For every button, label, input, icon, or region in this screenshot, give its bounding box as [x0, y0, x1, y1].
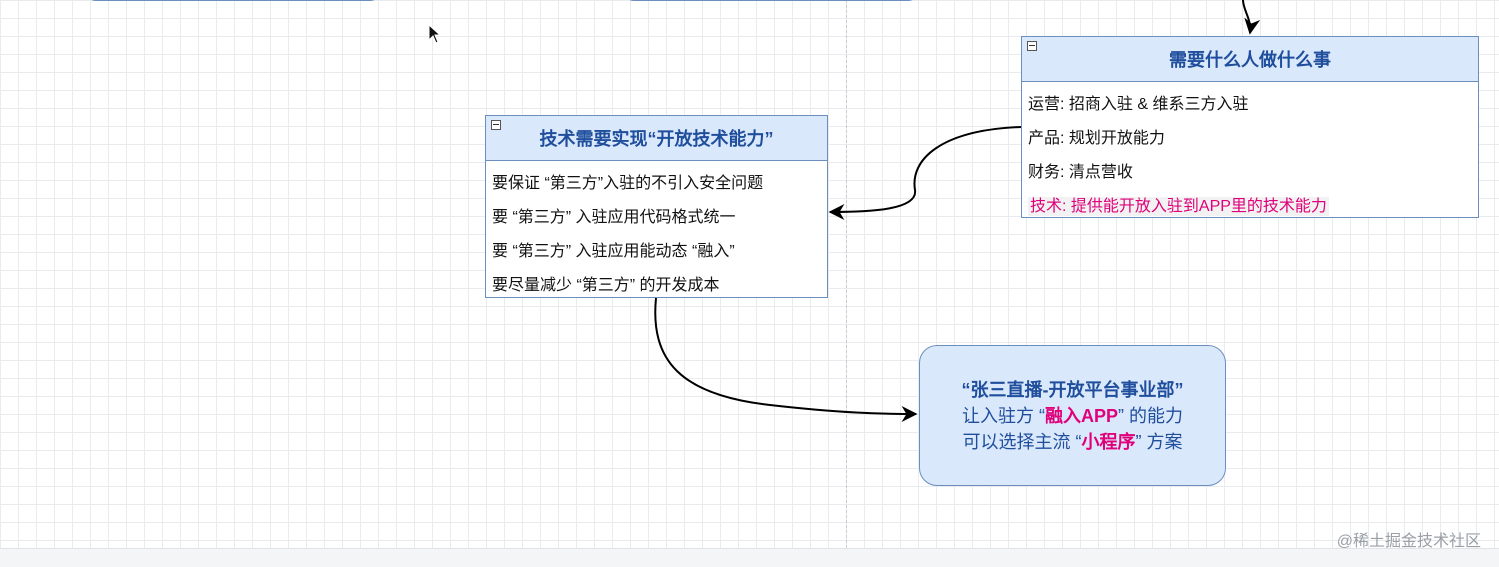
- collapse-icon[interactable]: [491, 120, 501, 130]
- tech-requirements-body: 要保证 “第三方”入驻的不引入安全问题 要 “第三方” 入驻应用代码格式统一 要…: [486, 161, 827, 303]
- roles-row-operations[interactable]: 运营: 招商入驻 & 维系三方入驻: [1028, 96, 1249, 113]
- note-line-1: “张三直播-开放平台事业部”: [961, 379, 1184, 400]
- note-line-2: 让入驻方 “融入APP” 的能力: [961, 405, 1183, 426]
- collapse-icon[interactable]: [1027, 41, 1037, 51]
- roles-row-tech[interactable]: 技术: 提供能开放入驻到APP里的技术能力: [1022, 190, 1478, 224]
- highlighted-text: 技术: 提供能开放入驻到APP里的技术能力: [1028, 197, 1329, 216]
- requirement-row-security[interactable]: 要保证 “第三方”入驻的不引入安全问题: [492, 175, 764, 192]
- roles-box-header[interactable]: 需要什么人做什么事: [1022, 37, 1478, 82]
- requirement-row-cost[interactable]: 要尽量减少 “第三方” 的开发成本: [492, 277, 720, 294]
- roles-box[interactable]: 需要什么人做什么事 运营: 招商入驻 & 维系三方入驻 产品: 规划开放能力 财…: [1021, 36, 1479, 218]
- tech-requirements-header[interactable]: 技术需要实现“开放技术能力”: [486, 116, 827, 161]
- canvas-bottom-bar: [0, 548, 1499, 567]
- solution-note[interactable]: “张三直播-开放平台事业部” 让入驻方 “融入APP” 的能力 可以选择主流 “…: [919, 345, 1226, 486]
- roles-box-body: 运营: 招商入驻 & 维系三方入驻 产品: 规划开放能力 财务: 清点营收 技术…: [1022, 82, 1478, 224]
- watermark: @稀土掘金技术社区: [1336, 533, 1481, 550]
- note-highlight-mini-program: 小程序: [1081, 431, 1136, 452]
- tech-requirements-title: 技术需要实现“开放技术能力”: [539, 129, 774, 149]
- roles-box-title: 需要什么人做什么事: [1169, 50, 1331, 70]
- tech-requirements-box[interactable]: 技术需要实现“开放技术能力” 要保证 “第三方”入驻的不引入安全问题 要 “第三…: [485, 115, 828, 298]
- roles-row-finance[interactable]: 财务: 清点营收: [1028, 164, 1133, 181]
- connector-requirements-to-note[interactable]: [654, 297, 918, 422]
- connector-top-to-roles[interactable]: [1242, 0, 1261, 35]
- note-line-3: 可以选择主流 “小程序” 方案: [962, 431, 1183, 452]
- requirement-row-code-format[interactable]: 要 “第三方” 入驻应用代码格式统一: [492, 209, 736, 226]
- requirement-row-dynamic[interactable]: 要 “第三方” 入驻应用能动态 “融入”: [492, 243, 735, 260]
- mouse-pointer-icon: [428, 24, 442, 44]
- page-divider: [846, 0, 847, 548]
- note-highlight-merge-app: 融入APP: [1044, 405, 1118, 426]
- connector-tech-to-requirements[interactable]: [828, 126, 1022, 220]
- roles-row-product[interactable]: 产品: 规划开放能力: [1028, 130, 1165, 147]
